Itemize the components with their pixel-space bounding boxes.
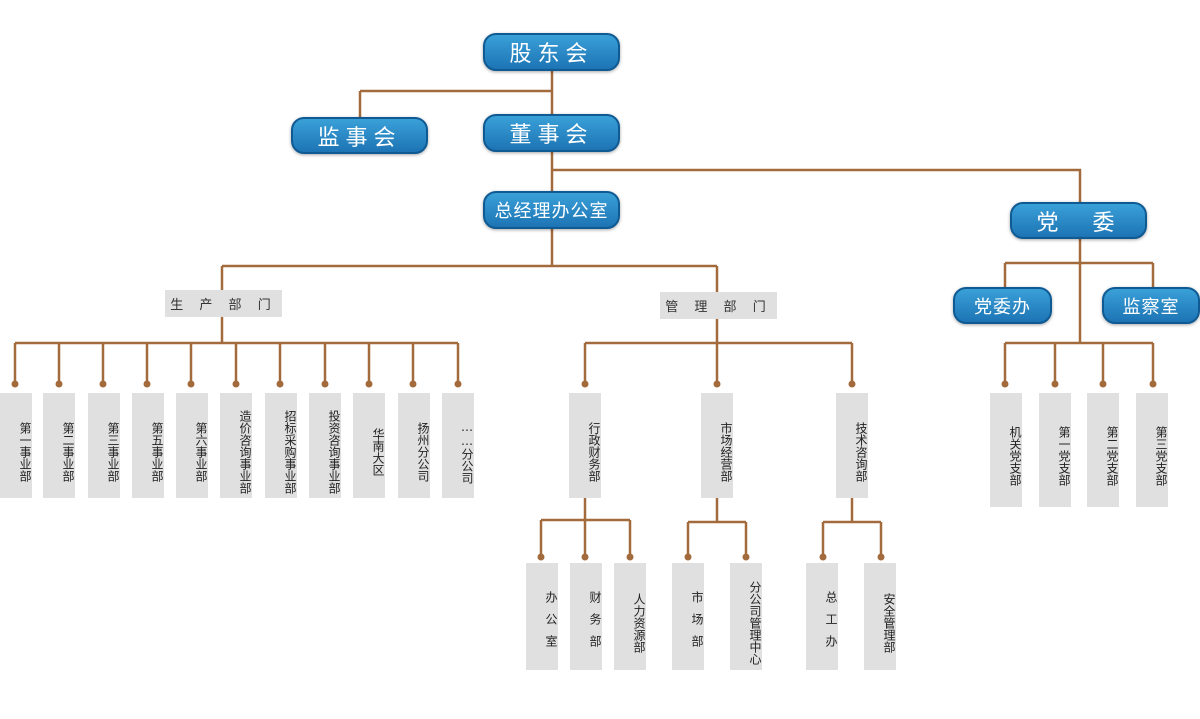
marketing-box: 市场经营部 [701,393,733,498]
shareholders-node: 股东会 [483,33,620,71]
sub-box: 财务部 [570,563,602,670]
unit-box: 第一事业部 [0,393,32,498]
unit-box: 第六事业部 [176,393,208,498]
supervisory-node: 监事会 [291,117,428,154]
sub-box: 安全管理部 [864,563,896,670]
inspection-node: 监察室 [1102,287,1200,324]
party-branch-box: 第一党支部 [1039,393,1071,507]
unit-box: 招标采购事业部 [265,393,297,498]
sub-box: 分公司管理中心 [730,563,762,670]
production-header: 生 产 部 门 [165,290,282,317]
party-office-node: 党委办 [953,287,1052,324]
board-node: 董事会 [483,114,620,152]
unit-box: 华南大区 [353,393,385,498]
unit-box: 扬州分公司 [398,393,430,498]
party-branch-box: 第三党支部 [1136,393,1168,507]
unit-box: 第五事业部 [132,393,164,498]
management-header: 管 理 部 门 [660,292,777,319]
unit-box: 第二事业部 [43,393,75,498]
party-committee-node: 党 委 [1010,202,1147,239]
sub-box: 市场部 [672,563,704,670]
sub-box: 总工办 [806,563,838,670]
admin-finance-box: 行政财务部 [569,393,601,498]
party-branch-box: 机关党支部 [990,393,1022,507]
gm-office-node: 总经理办公室 [483,191,620,229]
unit-box: 投资咨询事业部 [309,393,341,498]
unit-box: ……分公司 [442,393,474,498]
unit-box: 造价咨询事业部 [220,393,252,498]
party-branch-box: 第二党支部 [1087,393,1119,507]
sub-box: 人力资源部 [614,563,646,670]
tech-consult-box: 技术咨询部 [836,393,868,498]
sub-box: 办公室 [526,563,558,670]
unit-box: 第三事业部 [88,393,120,498]
